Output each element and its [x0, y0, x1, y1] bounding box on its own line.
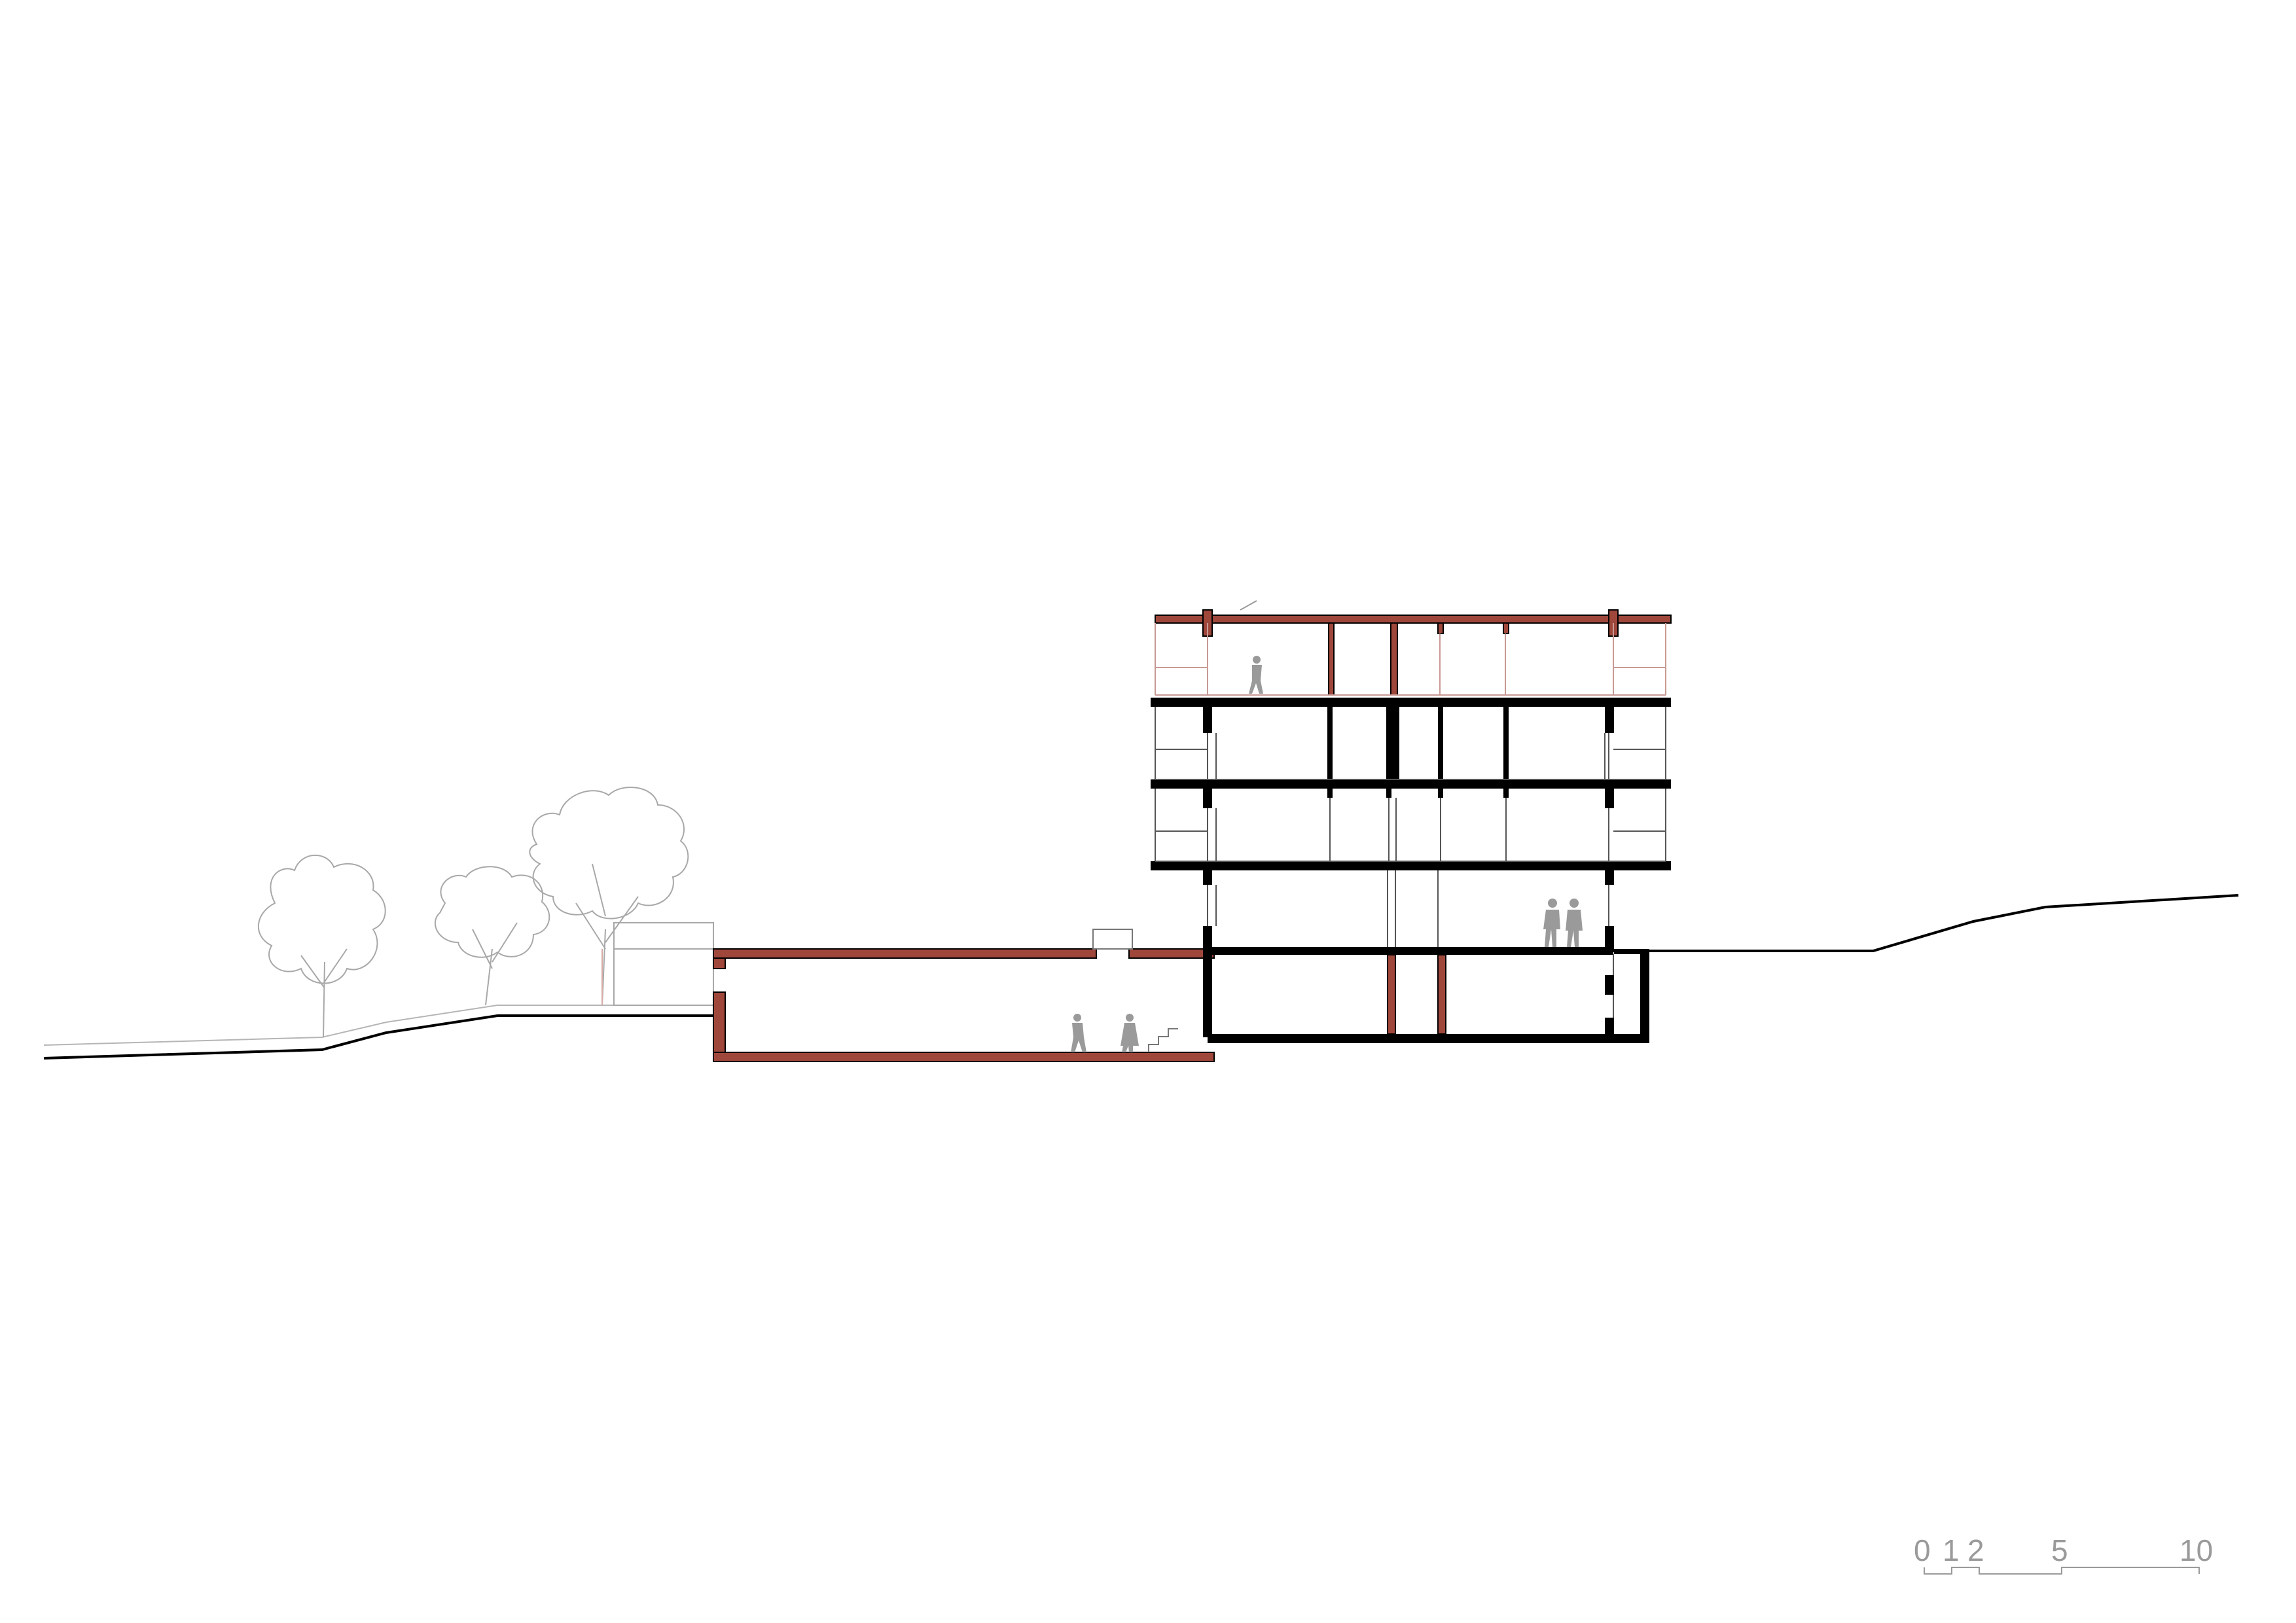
- annex-roof-slab-right: [1128, 948, 1215, 959]
- scale-label-0: 0: [1914, 1533, 1931, 1567]
- scale-bar: 0 1 2 5 10: [1914, 1533, 2213, 1575]
- annex-wall-top: [713, 957, 726, 969]
- annex-floor-slab: [713, 1052, 1215, 1062]
- scale-label-5: 5: [2051, 1533, 2068, 1567]
- annex-stairs: [1148, 1028, 1178, 1052]
- scale-label-10: 10: [2179, 1533, 2213, 1567]
- scale-label-2: 2: [1967, 1533, 1984, 1567]
- top-floor-red-walls: [1328, 622, 1509, 696]
- person-figure-annex-1: [1071, 1014, 1086, 1052]
- tree-left: [257, 854, 386, 1038]
- person-figure-ground-2: [1566, 899, 1583, 947]
- floor-slabs: [1151, 698, 1671, 1043]
- human-figures: [1071, 656, 1583, 1052]
- scale-bar-line: [1924, 1567, 2200, 1575]
- ground-line-left-light: [43, 1005, 715, 1046]
- structure-walls: [1203, 707, 1649, 1041]
- person-figure-annex-2: [1121, 1014, 1139, 1052]
- tree-right: [529, 787, 689, 1006]
- tree-middle: [434, 866, 550, 1006]
- slab-basement: [1208, 1034, 1649, 1043]
- person-figure-roof: [1249, 656, 1263, 694]
- slab-level-3: [1151, 779, 1671, 789]
- ground-line-left: [43, 1014, 715, 1060]
- top-floor-thin-lines: [1155, 623, 1666, 696]
- slab-level-1: [1208, 947, 1613, 955]
- annex-skylight: [1092, 929, 1133, 950]
- annex-roof-slab-left: [713, 948, 1097, 959]
- person-figure-ground-1: [1543, 899, 1560, 947]
- slab-level-4: [1151, 698, 1671, 707]
- trees: [257, 787, 714, 1038]
- ground-line-right: [1648, 894, 2239, 952]
- background-outbuilding: [601, 922, 714, 1006]
- terrain: [43, 894, 2239, 1060]
- slab-level-2: [1151, 861, 1671, 870]
- thin-glazing-lines: [1155, 707, 1666, 1018]
- roof-slab: [1155, 615, 1672, 624]
- main-building: [1151, 600, 1672, 1043]
- scale-label-1: 1: [1943, 1533, 1960, 1567]
- lower-annex: [713, 929, 1215, 1062]
- basement-red-walls: [1387, 954, 1446, 1035]
- annex-wall-bottom: [713, 991, 726, 1053]
